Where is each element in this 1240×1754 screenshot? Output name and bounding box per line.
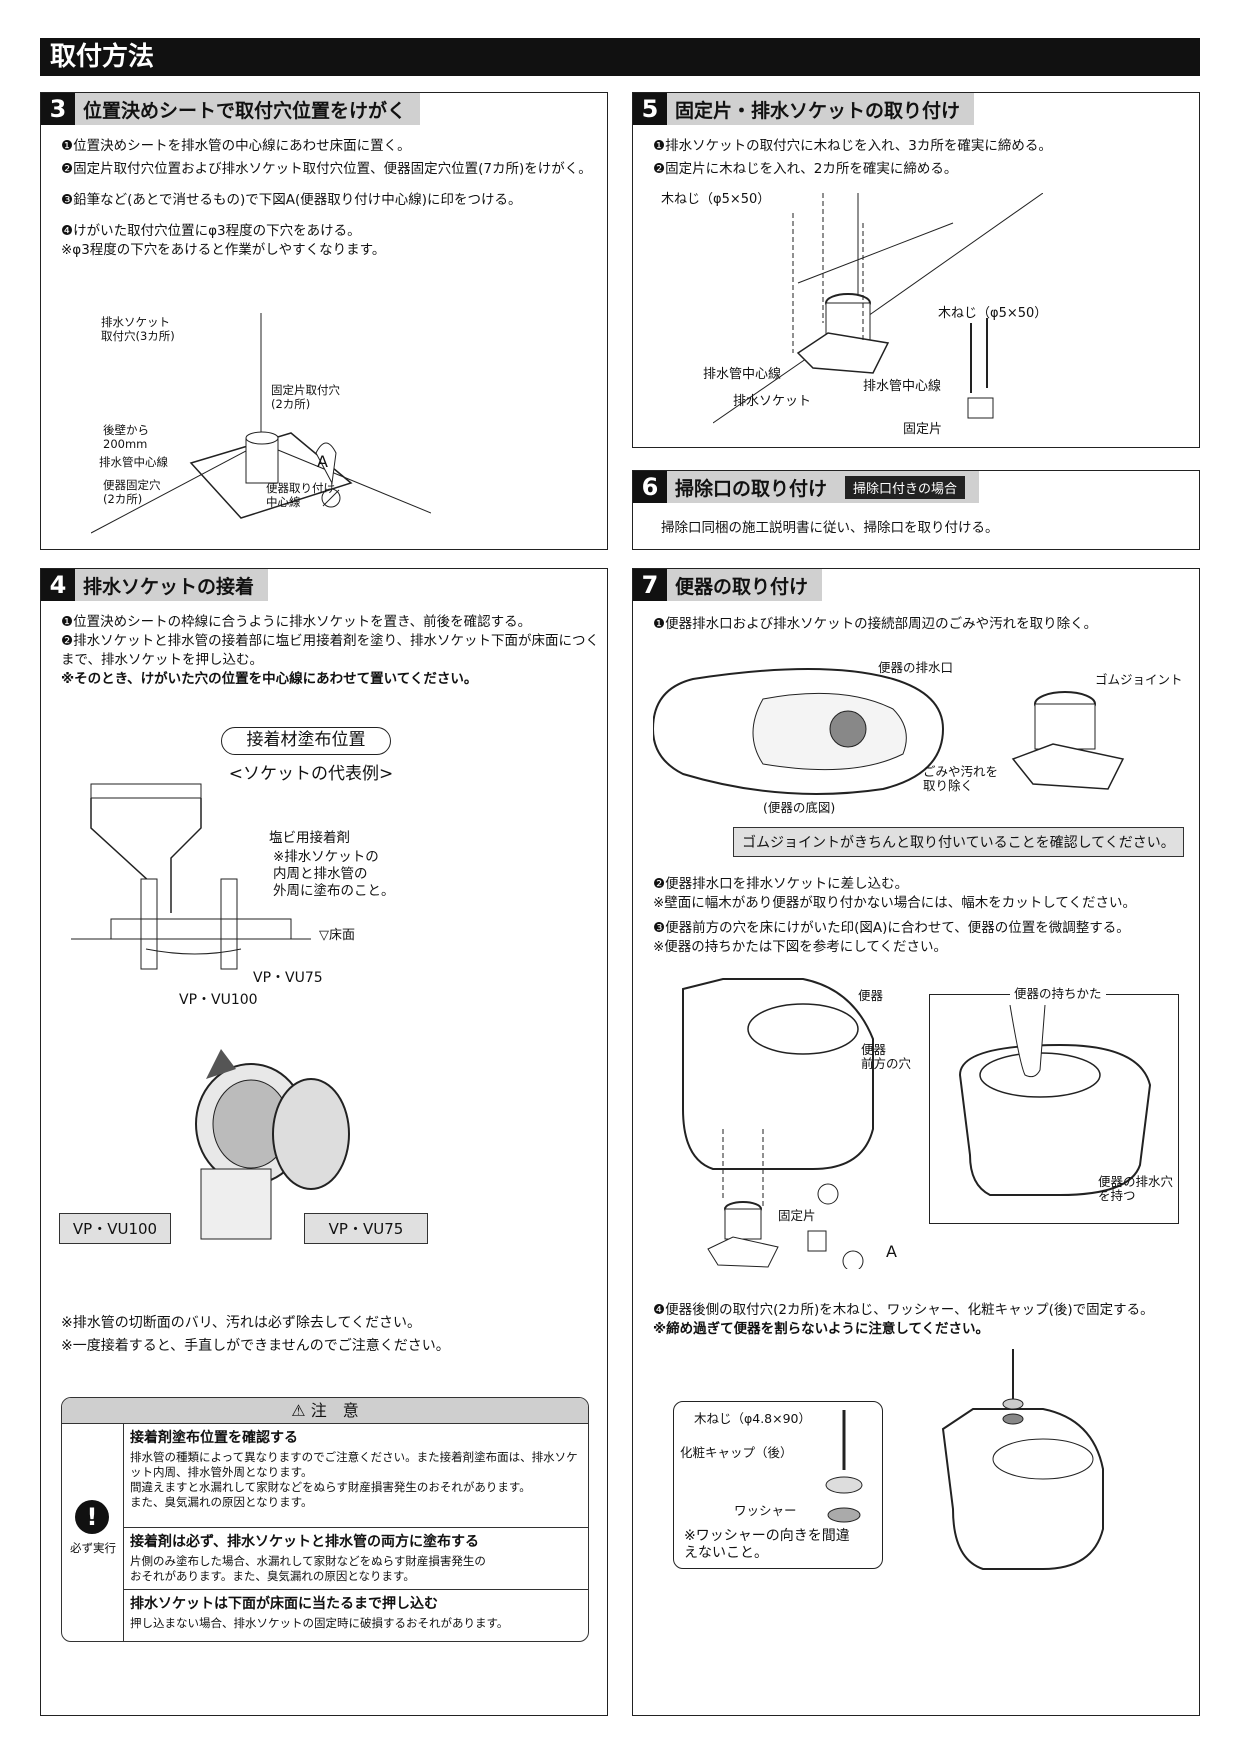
- label-a: A: [886, 1242, 897, 1261]
- label-fix-hole: 固定片取付穴 (2カ所): [271, 383, 340, 411]
- step-line: ❶便器排水口および排水ソケットの接続部周辺のごみや汚れを取り除く。: [653, 616, 1098, 632]
- parts-figure: 木ねじ（φ4.8×90） 化粧キャップ（後） ワッシャー ※ワッシャーの向きを間…: [673, 1401, 883, 1569]
- label-socket-hole: 排水ソケット 取付穴(3カ所): [101, 315, 175, 343]
- note-line: ※一度接着すると、手直しができませんのでご注意ください。: [61, 1338, 450, 1354]
- section-3: 3 位置決めシートで取付穴位置をけがく ❶位置決めシートを排水管の中心線にあわせ床…: [40, 92, 608, 550]
- step-line: ❷排水ソケットと排水管の接着部に塩ビ用接着剤を塗り、排水ソケット下面が床面につく…: [61, 633, 600, 668]
- bowl-fixing-diagram: [941, 1349, 1104, 1570]
- caution-item: 接着剤塗布位置を確認する排水管の種類によって異なりますのでご注意ください。また接…: [124, 1424, 588, 1528]
- step-line: ❶排水ソケットの取付穴に木ねじを入れ、3カ所を確実に締める。: [653, 138, 1052, 154]
- marking-diagram: [91, 313, 431, 534]
- label-drain-center: 排水管中心線: [99, 455, 168, 469]
- socket-install-diagram: [713, 193, 1043, 424]
- label-fix-piece: 固定片: [903, 422, 943, 437]
- step-line: ❸便器前方の穴を床にけがいた印(図A)に合わせて、便器の位置を微調整する。: [653, 920, 1130, 936]
- confirm-box: ゴムジョイントがきちんと取り付いていることを確認してください。: [733, 827, 1184, 857]
- label-washer: ワッシャー: [734, 1503, 797, 1518]
- bowl-placement-diagram: [682, 978, 874, 1269]
- bowl-bottom-diagram: [653, 668, 1125, 795]
- step-line: ❷固定片取付穴位置および排水ソケット取付穴位置、便器固定穴位置(7カ所)をけがく…: [61, 161, 592, 177]
- step-line: ❷固定片に木ねじを入れ、2カ所を確実に締める。: [653, 161, 958, 177]
- label-bowl-center: 便器取り付け 中心線: [266, 481, 335, 509]
- caution-icon-label: 必ず実行: [70, 1541, 116, 1555]
- condition-tag: 掃除口付きの場合: [845, 475, 966, 499]
- holding-figure: 便器の持ちかた 便器の排水穴 を持つ: [929, 987, 1179, 1224]
- hands-holding-diagram: [958, 1005, 1152, 1196]
- label-floor: ▽床面: [319, 928, 355, 943]
- exclamation-icon: !: [75, 1500, 109, 1534]
- step-number: 5: [633, 93, 667, 125]
- label-screw-1: 木ねじ（φ5×50）: [661, 192, 771, 207]
- label-drain-center-2: 排水管中心線: [863, 379, 942, 394]
- caution-item: 接着剤は必ず、排水ソケットと排水管の両方に塗布する片側のみ塗布した場合、水漏れし…: [124, 1528, 588, 1590]
- step-line: ❶位置決めシートの枠線に合うように排水ソケットを置き、前後を確認する。: [61, 614, 532, 630]
- label-screw: 木ねじ（φ4.8×90）: [694, 1411, 812, 1426]
- label-outlet: 便器の排水口: [878, 660, 954, 675]
- label-bowl-hole: 便器固定穴 (2カ所): [103, 478, 161, 506]
- label-washer-note: ※ワッシャーの向きを間違 えないこと。: [684, 1528, 850, 1561]
- socket-section-diagram: [71, 783, 311, 970]
- label-dirt: ごみや汚れを 取り除く: [923, 764, 999, 793]
- caution-item: 排水ソケットは下面が床面に当たるまで押し込む押し込まない場合、排水ソケットの固定…: [130, 1596, 509, 1630]
- label-hold: 便器の持ちかた: [1010, 987, 1106, 1001]
- label-bowl: 便器: [858, 988, 884, 1003]
- section-4: 4 排水ソケットの接着 ❶位置決めシートの枠線に合うように排水ソケットを置き、前後…: [40, 568, 608, 1716]
- label-vu75: VP・VU75: [253, 970, 323, 986]
- section-title: 固定片・排水ソケットの取り付け: [675, 99, 961, 122]
- label-glue-note: ※排水ソケットの 内周と排水管の 外周に塗布のこと。: [273, 849, 395, 899]
- step-line: ❹けがいた取付穴位置にφ3程度の下穴をあける。: [61, 223, 361, 239]
- socket-photo-diagram: [195, 1049, 350, 1240]
- label-front-hole: 便器 前方の穴: [861, 1042, 912, 1071]
- fix-piece-icon: [967, 318, 994, 419]
- label-bottom-view: (便器の底図): [763, 800, 836, 815]
- label-glue: 塩ビ用接着剤: [269, 830, 350, 846]
- step-line: ❷便器排水口を排水ソケットに差し込む。: [653, 876, 909, 892]
- note-line: ※排水管の切断面のバリ、汚れは必ず除去してください。: [61, 1315, 422, 1331]
- page-title: 取付方法: [40, 38, 1200, 76]
- section-title: 位置決めシートで取付穴位置をけがく: [83, 99, 407, 122]
- label-hold-hole: 便器の排水穴 を持つ: [1098, 1174, 1174, 1203]
- section-title: 排水ソケットの接着: [83, 575, 255, 598]
- section-6: 6 掃除口の取り付け掃除口付きの場合 掃除口同梱の施工説明書に従い、掃除口を取り付…: [632, 470, 1200, 550]
- step-line: 掃除口同梱の施工説明書に従い、掃除口を取り付ける。: [661, 520, 999, 536]
- label-box-vu75: VP・VU75: [304, 1213, 428, 1244]
- section-5: 5 固定片・排水ソケットの取り付け ❶排水ソケットの取付穴に木ねじを入れ、3カ所を…: [632, 92, 1200, 448]
- label-a: A: [317, 452, 328, 471]
- step-line: ❹便器後側の取付穴(2カ所)を木ねじ、ワッシャー、化粧キャップ(後)で固定する。: [653, 1302, 1154, 1318]
- section-title: 掃除口の取り付け: [675, 477, 828, 500]
- section-7: 7 便器の取り付け ❶便器排水口および排水ソケットの接続部周辺のごみや汚れを取り除…: [632, 568, 1200, 1716]
- note-line: ※壁面に幅木があり便器が取り付かない場合には、幅木をカットしてください。: [653, 895, 1137, 911]
- note-line: ※締め過ぎて便器を割らないように注意してください。: [653, 1321, 990, 1337]
- label-fix-piece: 固定片: [778, 1208, 816, 1223]
- step-line: ❸鉛筆など(あとで消せるもの)で下図A(便器取り付け中心線)に印をつける。: [61, 192, 522, 208]
- note-line: ※φ3程度の下穴をあけると作業がしやすくなります。: [61, 242, 386, 258]
- note-line: ※便器の持ちかたは下図を参考にしてください。: [653, 939, 948, 955]
- note-line: ※そのとき、けがいた穴の位置を中心線にあわせて置いてください。: [61, 671, 478, 687]
- label-from-wall: 後壁から 200mm: [103, 423, 149, 451]
- caution-header: ⚠ 注 意: [62, 1398, 588, 1424]
- step-number: 4: [41, 569, 75, 601]
- screw-washer-icon: [825, 1410, 863, 1523]
- label-box-vu100: VP・VU100: [59, 1213, 171, 1244]
- figure-subtitle: <ソケットの代表例>: [228, 764, 394, 784]
- label-socket: 排水ソケット: [733, 394, 812, 409]
- label-rubber-joint: ゴムジョイント: [1095, 672, 1183, 687]
- label-vu100: VP・VU100: [179, 992, 258, 1008]
- step-number: 3: [41, 93, 75, 125]
- label-drain-center-1: 排水管中心線: [703, 367, 782, 382]
- section-title: 便器の取り付け: [675, 575, 809, 598]
- figure-title: 接着材塗布位置: [221, 727, 391, 755]
- caution-box: ⚠ 注 意 ! 必ず実行 接着剤塗布位置を確認する排水管の種類によって異なります…: [61, 1397, 589, 1642]
- label-cap: 化粧キャップ（後）: [680, 1445, 793, 1460]
- step-line: ❶位置決めシートを排水管の中心線にあわせ床面に置く。: [61, 138, 411, 154]
- label-screw-2: 木ねじ（φ5×50）: [938, 306, 1048, 321]
- step-number: 7: [633, 569, 667, 601]
- step-number: 6: [633, 471, 667, 503]
